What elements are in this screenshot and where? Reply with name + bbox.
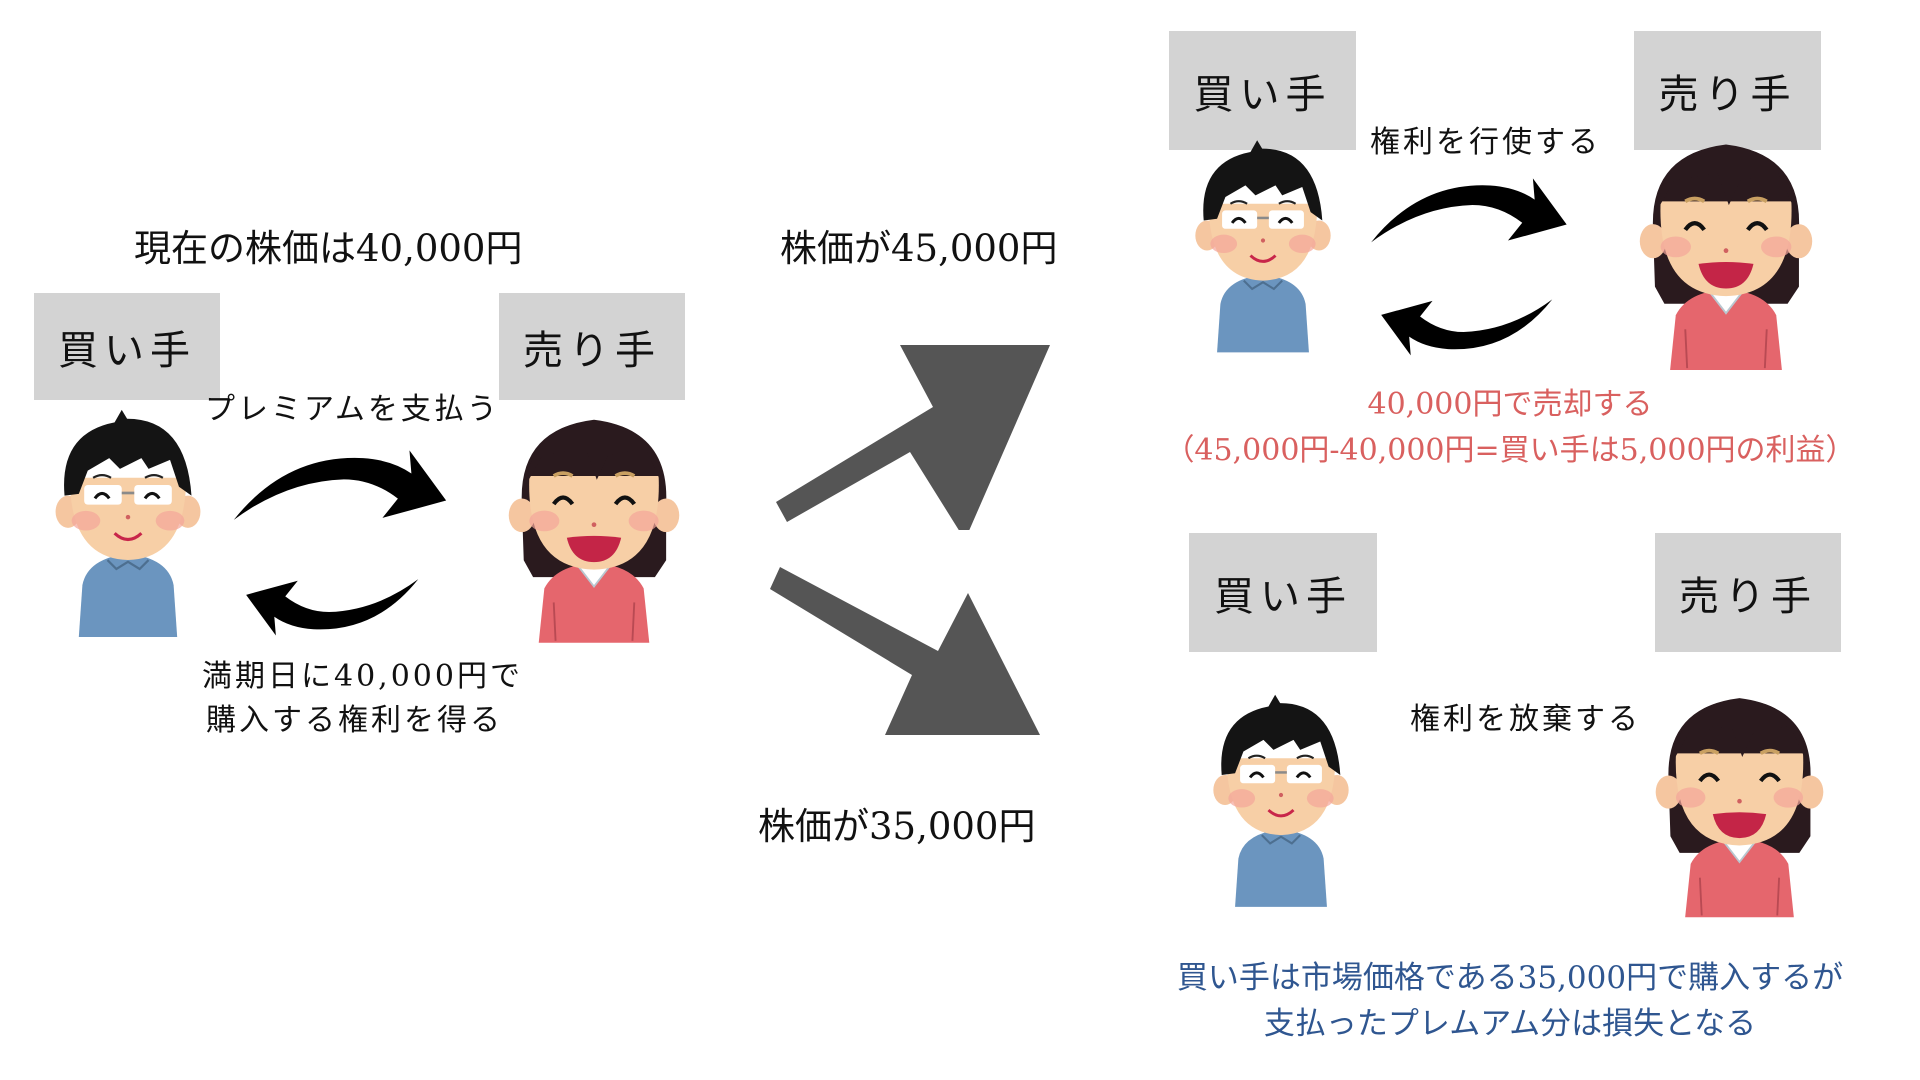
exercise-right-text: 権利を行使する (1370, 125, 1601, 160)
right-granted-line1: 満期日に40,000円で (202, 659, 523, 694)
buyer-character-icon (52, 395, 204, 650)
buyer-label: 買い手 (58, 327, 196, 374)
seller-label: 売り手 (523, 327, 661, 374)
exercise-buyer-label: 買い手 (1193, 71, 1332, 118)
profit-line1: 40,000円で売却する (1367, 387, 1653, 422)
exercise-swoosh-right-icon (1363, 173, 1573, 253)
abandon-seller-label: 売り手 (1679, 573, 1817, 620)
exercise-buyer-character-icon (1192, 124, 1334, 367)
abandon-seller-character-icon (1652, 640, 1827, 968)
buyer-label-box: 買い手 (34, 293, 220, 400)
exercise-swoosh-left-icon (1375, 290, 1560, 360)
abandon-buyer-label-box: 買い手 (1189, 533, 1377, 652)
exercise-seller-label: 売り手 (1658, 71, 1797, 118)
price-down-text: 株価が35,000円 (758, 805, 1036, 848)
right-granted-line2: 購入する権利を得る (206, 703, 503, 738)
exercise-buyer-label-box: 買い手 (1169, 31, 1356, 150)
loss-line1: 買い手は市場価格である35,000円で購入するが (1176, 960, 1844, 996)
up-trend-arrow-icon (776, 345, 1050, 530)
seller-character-icon (505, 405, 683, 650)
loss-line2: 支払ったプレムアム分は損失となる (1263, 1006, 1757, 1042)
price-up-text: 株価が45,000円 (780, 227, 1058, 270)
abandon-right-text: 権利を放棄する (1410, 702, 1641, 737)
swoosh-right-arrow-icon (228, 443, 450, 533)
down-trend-arrow-icon (770, 567, 1040, 735)
current-price-text: 現在の株価は40,000円 (134, 227, 523, 270)
profit-line2: （45,000円-40,000円=買い手は5,000円の利益） (1164, 433, 1856, 468)
pay-premium-text: プレミアムを支払う (205, 392, 500, 427)
abandon-seller-label-box: 売り手 (1655, 533, 1841, 652)
swoosh-left-arrow-icon (243, 565, 423, 645)
abandon-buyer-character-icon (1210, 632, 1352, 968)
exercise-seller-label-box: 売り手 (1634, 31, 1821, 150)
abandon-buyer-label: 買い手 (1214, 573, 1352, 620)
seller-label-box: 売り手 (499, 293, 685, 400)
exercise-seller-character-icon (1636, 135, 1816, 372)
